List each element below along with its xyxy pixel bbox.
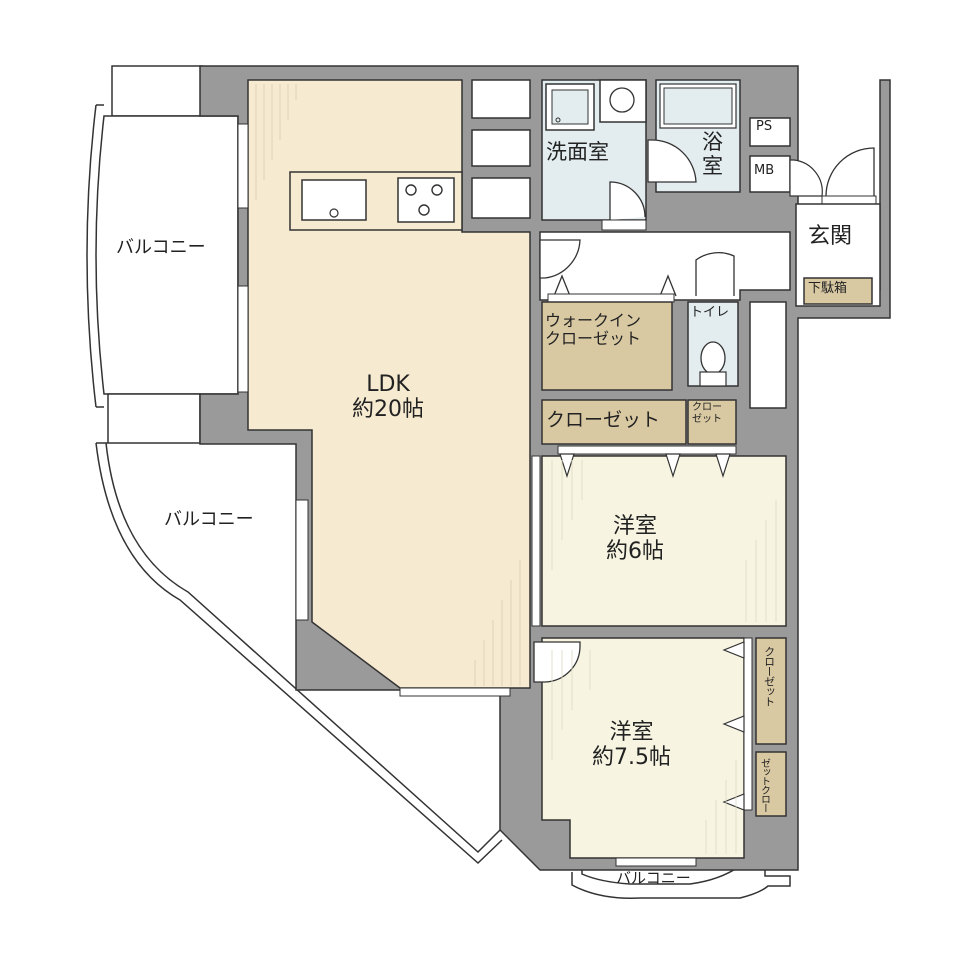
closet-hall xyxy=(541,399,687,445)
shaft xyxy=(749,301,787,409)
closet-hall-label: クローゼット xyxy=(546,409,661,431)
kitchen-counter xyxy=(289,171,463,231)
room-western-2-label: 洋室 約7.5帖 xyxy=(592,720,671,771)
windows-ldk xyxy=(237,123,511,697)
bath-label: 浴 室 xyxy=(702,130,723,179)
mb-label: MB xyxy=(754,163,775,178)
shoe-box-label: 下駄箱 xyxy=(808,281,848,296)
balcony-west-upper xyxy=(86,65,239,445)
closet-w2-a xyxy=(755,637,787,745)
bath-door xyxy=(647,139,697,183)
room-western-1 xyxy=(541,455,787,627)
floor-hatch xyxy=(255,84,521,686)
room-ldk-label: LDK 約20帖 xyxy=(352,372,424,423)
walk-in-closet-label: ウォークイン クローゼット xyxy=(545,311,642,349)
pantry-shelves xyxy=(471,79,531,219)
entrance-label: 玄関 xyxy=(808,224,853,249)
toilet-label: トイレ xyxy=(690,305,730,320)
closet-hall-small xyxy=(687,399,737,445)
walk-in-closet xyxy=(541,301,673,391)
closet-w2-b xyxy=(755,751,787,817)
washroom-label: 洗面室 xyxy=(546,140,609,164)
closet-hall-small-label: クロー ゼット xyxy=(692,402,722,425)
toilet-icon xyxy=(700,341,726,375)
balcony-south-label: バルコニー xyxy=(616,869,691,887)
room-western-1-label: 洋室 約6帖 xyxy=(606,514,664,565)
balcony-south xyxy=(571,865,791,899)
ps-label: PS xyxy=(756,119,773,134)
stove-icon xyxy=(397,177,455,223)
closet-w2-a-label: クローゼット xyxy=(762,646,776,706)
pipe-space xyxy=(749,117,791,147)
closet-w2-b-label: クロー ゼット xyxy=(758,758,770,812)
meter-box xyxy=(749,155,791,193)
balcony-west-upper-label: バルコニー xyxy=(116,237,206,258)
shoe-box xyxy=(803,277,873,305)
washbasin-icon xyxy=(599,79,647,123)
sink-icon xyxy=(301,179,367,221)
balcony-west-lower-label: バルコニー xyxy=(164,509,254,530)
